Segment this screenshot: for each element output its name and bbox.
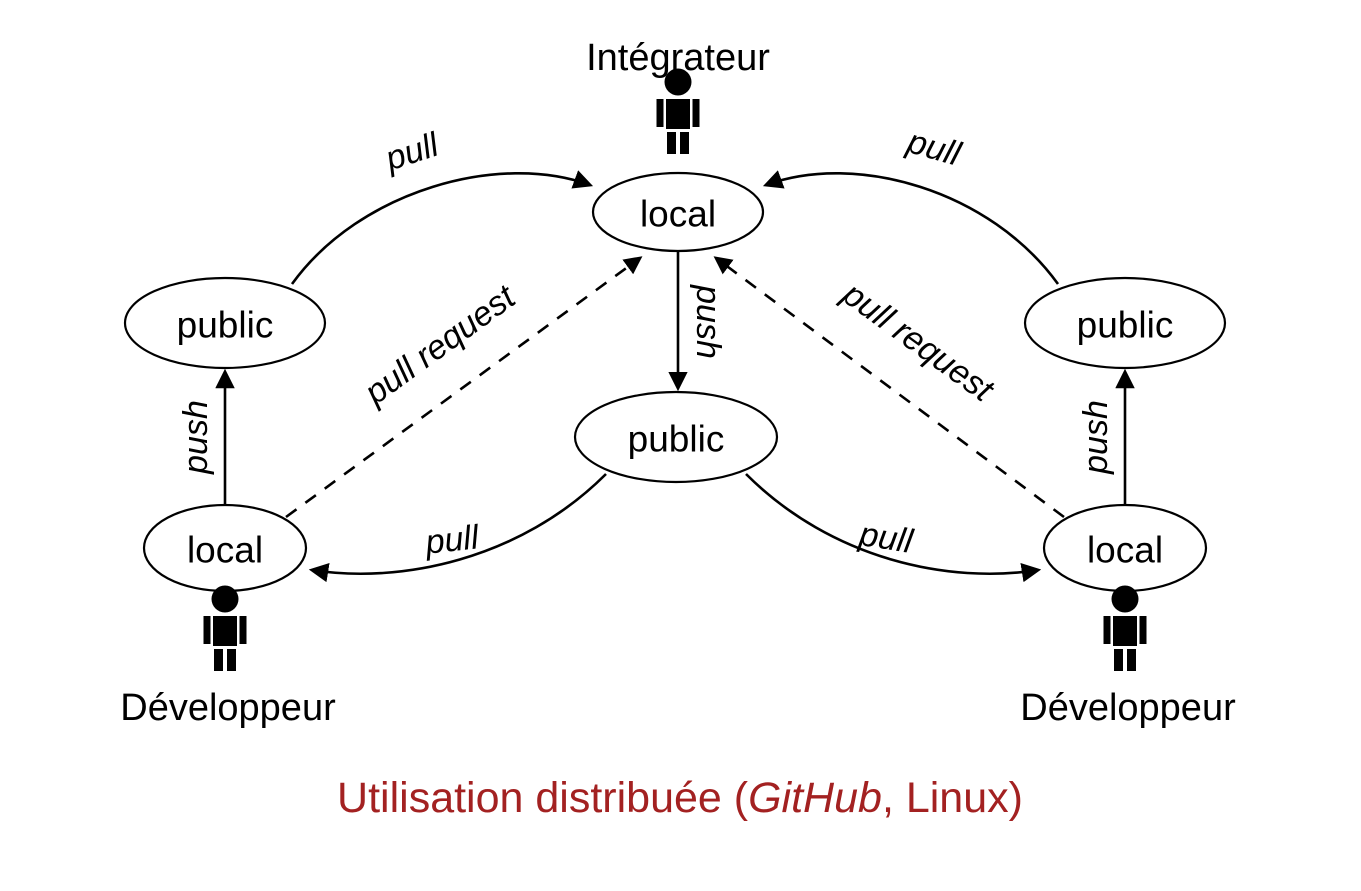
role-label-integrator: Intégrateur — [586, 37, 770, 79]
edge-pull-right-top — [762, 170, 1060, 285]
node-label: local — [1087, 530, 1163, 571]
node-ellipse — [573, 390, 779, 484]
person-pictogram-icon — [1103, 585, 1147, 671]
node-right-local[interactable]: local — [1042, 503, 1208, 593]
edge-pull-right-bottom — [745, 473, 1042, 583]
node-left-public[interactable]: public — [123, 276, 327, 370]
node-label: public — [177, 305, 274, 346]
node-label: local — [640, 194, 716, 235]
role-label-developer-left: Développeur — [120, 687, 336, 729]
node-ellipse — [123, 276, 327, 370]
edge-label-pull-request-right: pull request — [835, 274, 1002, 410]
edge-pull-request-left — [285, 256, 643, 519]
node-ellipse — [1023, 276, 1227, 370]
edge-pull-left-bottom — [308, 473, 607, 583]
edge-label-pull-right-top: pull — [902, 122, 966, 174]
node-label: public — [1077, 305, 1174, 346]
node-ellipse — [591, 171, 765, 253]
edge-label-push-center: push — [689, 284, 727, 359]
edge-pull-left-top — [290, 170, 594, 285]
node-label: public — [628, 419, 725, 460]
edge-label-push-left: push — [177, 400, 215, 475]
edge-label-pull-request-left: pull request — [357, 277, 524, 413]
caption-prefix: Utilisation distribuée ( — [337, 774, 749, 822]
node-label: local — [187, 530, 263, 571]
edge-label-pull-right-bottom: pull — [856, 515, 917, 561]
edge-pull-request-right — [713, 256, 1065, 519]
edge-label-pull-left-top: pull — [380, 125, 444, 178]
node-integrator-public[interactable]: public — [573, 390, 779, 484]
node-right-public[interactable]: public — [1023, 276, 1227, 370]
edge-label-pull-left-bottom: pull — [423, 518, 482, 562]
diagram-caption: Utilisation distribuée (GitHub, Linux) — [337, 774, 1023, 822]
caption-emphasis: GitHub — [748, 774, 882, 822]
role-label-developer-right: Développeur — [1020, 687, 1236, 729]
edge-label-push-right: push — [1077, 400, 1115, 475]
person-pictogram-icon — [656, 68, 700, 154]
caption-suffix: , Linux) — [882, 774, 1023, 822]
node-left-local[interactable]: local — [142, 503, 308, 593]
person-pictogram-icon — [203, 585, 247, 671]
node-integrator-local[interactable]: local — [591, 171, 765, 253]
